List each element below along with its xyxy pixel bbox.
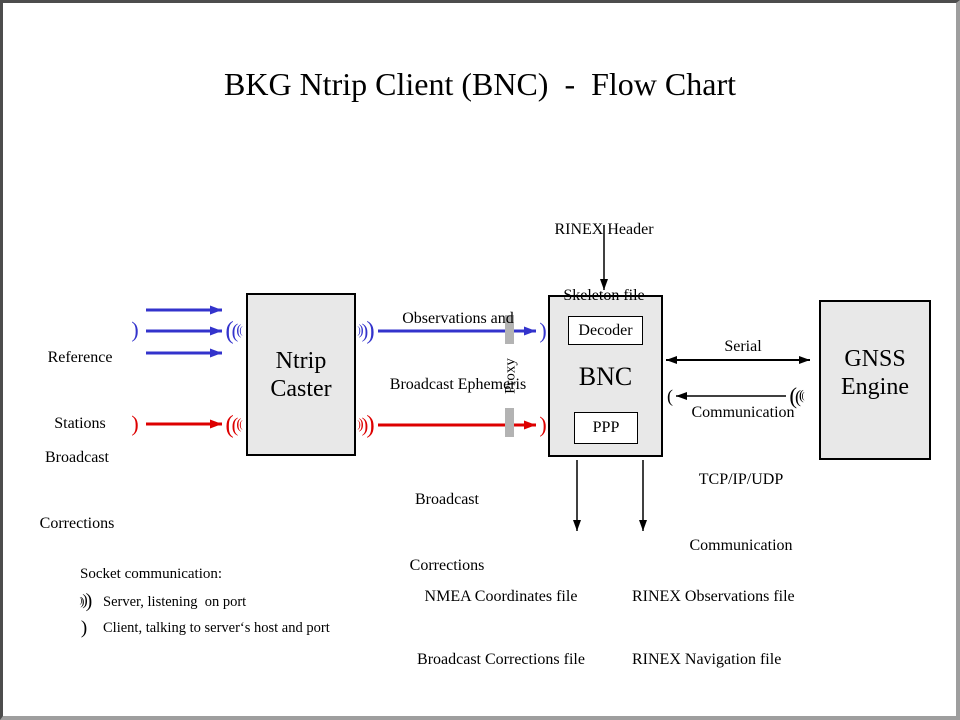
client-socket-icon: ( (667, 386, 673, 406)
page-title: BKG Ntrip Client (BNC) - Flow Chart (224, 66, 736, 102)
gnss-engine-box: GNSS Engine (819, 300, 931, 460)
client-socket-icon: ) (80, 617, 88, 639)
tcp-communication-label: TCP/IP/UDP Communication (689, 471, 793, 554)
ntrip-caster-box: Ntrip Caster (246, 293, 356, 456)
client-socket-icon: ) (131, 317, 139, 342)
client-socket-icon: ) (539, 318, 547, 343)
bnc-label: BNC (578, 362, 633, 391)
proxy-label: Proxy (502, 358, 519, 394)
server-socket-icon: )))) (357, 317, 375, 345)
ntrip-caster-label-line2: Caster (270, 375, 332, 402)
gnss-label-line1: GNSS (844, 346, 906, 372)
ppp-box: PPP (574, 412, 638, 444)
broadcast-corrections-stream-label: Broadcast Corrections (409, 491, 485, 574)
rinex-header-label: RINEX Header Skeleton file (554, 221, 654, 304)
client-socket-icon: ) (539, 412, 547, 437)
ppp-label: PPP (592, 419, 620, 436)
server-socket-icon: (((( (225, 411, 243, 439)
observations-ephemeris-label: Observations and Broadcast Ephemeris (389, 310, 527, 393)
client-socket-icon: ) (131, 411, 139, 436)
nmea-outputs-label: NMEA Coordinates file Broadcast Correcti… (417, 588, 585, 668)
ntrip-caster-label-line1: Ntrip (275, 347, 327, 374)
reference-stations-label: Reference Stations (47, 349, 113, 432)
server-socket-icon: )))) (79, 590, 93, 612)
server-socket-icon: (((( (225, 317, 243, 345)
decoder-box: Decoder (568, 316, 643, 345)
legend-server-label: Server, listening on port (103, 594, 247, 610)
legend-title: Socket communication: (80, 566, 223, 582)
serial-communication-label: Serial Communication (691, 338, 795, 421)
decoder-label: Decoder (578, 321, 633, 339)
proxy-bar-bottom (505, 408, 514, 437)
rinex-outputs-label: RINEX Observations file RINEX Navigation… (632, 588, 795, 668)
server-socket-icon: (((( (789, 383, 805, 409)
server-socket-icon: )))) (357, 411, 375, 439)
broadcast-corrections-in-label: Broadcast Corrections (39, 449, 115, 532)
proxy-bar-top (505, 315, 514, 344)
legend-client-label: Client, talking to server‘s host and por… (103, 620, 330, 636)
gnss-label-line2: Engine (841, 374, 909, 400)
